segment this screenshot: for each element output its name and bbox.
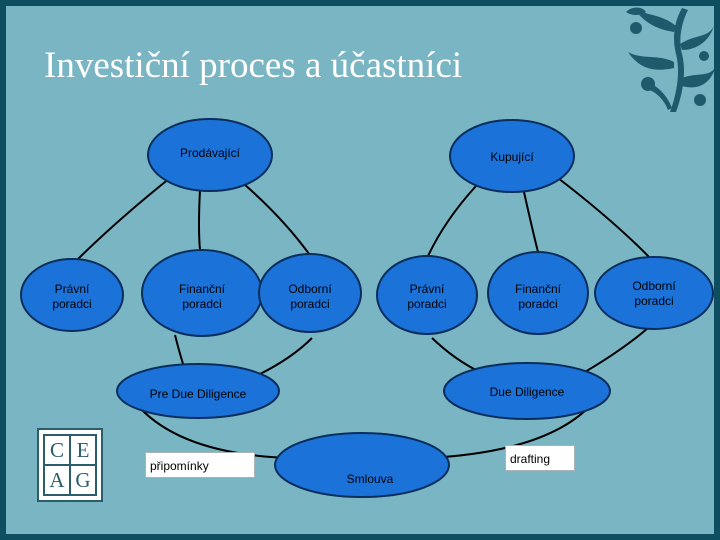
connector-prodavajici-odborni	[243, 183, 313, 259]
label-pre-due-diligence: Pre Due Diligence	[149, 387, 247, 401]
label-financni-poradci-2: Finanční poradci	[514, 282, 562, 311]
connector-prodavajici-pravni	[74, 177, 171, 263]
label-pravni-poradci-2: Právní poradci	[407, 282, 447, 311]
connector-kupujici-pravni	[427, 185, 477, 257]
arrow-dd-smlouva	[427, 405, 591, 462]
connector-kupujici-financni	[523, 191, 539, 253]
node-kupujici	[449, 119, 575, 193]
node-pre-due-diligence	[116, 363, 280, 419]
arrow-predd-smlouva	[139, 407, 293, 462]
node-smlouva	[274, 432, 450, 498]
node-pravni-poradci-2	[376, 255, 478, 335]
connector-kupujici-odborni	[557, 177, 651, 259]
box-drafting: drafting	[505, 445, 575, 471]
node-financni-poradci-2	[487, 251, 589, 335]
node-odborni-poradci-1	[258, 253, 362, 333]
logo-letter: G	[70, 465, 96, 495]
connector-odborni-dd	[577, 327, 649, 377]
logo-letter: A	[44, 465, 70, 495]
connector-prodavajici-financni	[198, 189, 201, 251]
label-pravni-poradci-1: Právní poradci	[52, 282, 92, 311]
floral-ornament-icon	[626, 7, 716, 112]
label-prodavajici: Prodávající	[179, 146, 241, 160]
label-odborni-poradci-1: Odborní poradci	[288, 282, 332, 311]
node-due-diligence	[443, 362, 611, 420]
ceag-logo: C E A G	[37, 428, 103, 502]
connector-odborni-predd	[259, 337, 313, 375]
connector-pravni-dd	[431, 337, 481, 373]
label-financni-poradci-1: Finanční poradci	[178, 282, 226, 311]
label-kupujici: Kupující	[490, 150, 534, 164]
label-smlouva: Smlouva	[346, 472, 394, 486]
logo-letter: C	[44, 435, 70, 465]
label-due-diligence: Due Diligence	[489, 385, 565, 399]
label-odborni-poradci-2: Odborní poradci	[632, 279, 676, 308]
slide-title: Investiční proces a účastníci	[44, 45, 463, 86]
node-pravni-poradci-1	[20, 258, 124, 332]
node-prodavajici	[147, 118, 273, 192]
node-odborni-poradci-2	[594, 256, 714, 330]
box-pripominky: připomínky	[145, 452, 255, 478]
logo-letter: E	[70, 435, 96, 465]
